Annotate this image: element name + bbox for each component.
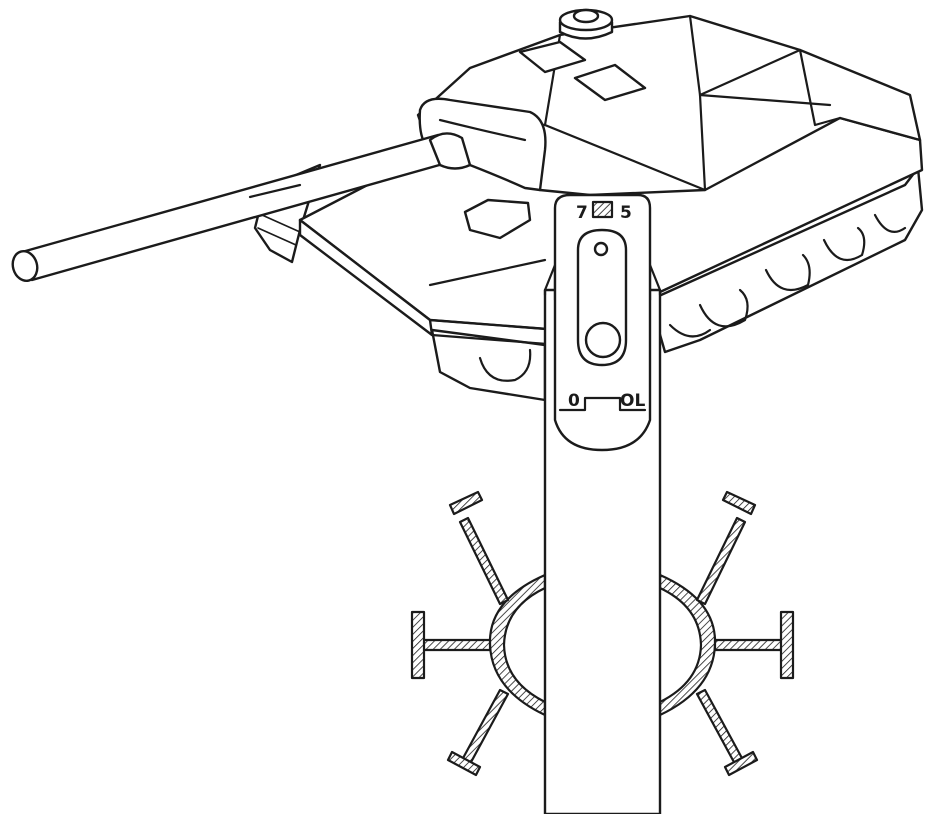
sight-notch xyxy=(558,396,647,412)
sight-indicator xyxy=(591,200,614,219)
driver-hatch xyxy=(463,198,532,240)
sight-hole-small xyxy=(593,241,609,257)
gun-sight: 7 5 0 OL xyxy=(543,193,662,814)
tank-illustration xyxy=(11,8,924,402)
sight-hole-large xyxy=(584,321,622,359)
scale-label-bottom-right: OL xyxy=(620,391,645,411)
gun-mantlet xyxy=(428,132,472,170)
road-wheels xyxy=(668,213,907,338)
graticule-right xyxy=(658,490,795,777)
tank-right-track xyxy=(648,166,924,354)
cupola xyxy=(558,8,614,40)
graticule-left xyxy=(410,490,547,777)
scale-label-top-right: 5 xyxy=(620,203,632,223)
turret-hatch-right xyxy=(573,63,647,102)
scale-label-bottom-left: 0 xyxy=(568,391,580,411)
turret-hatch-left xyxy=(518,40,587,74)
scale-label-top-left: 7 xyxy=(576,203,588,223)
